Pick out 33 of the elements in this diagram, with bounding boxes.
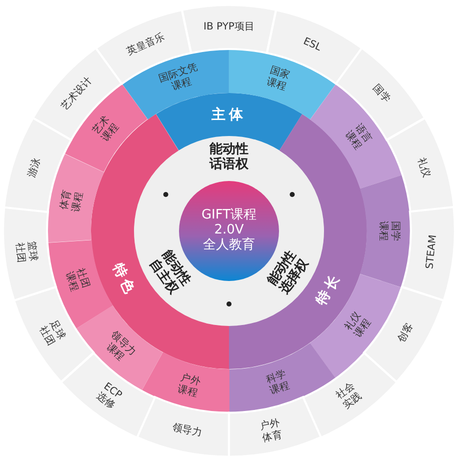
segment-label: 礼仪课程 [342, 309, 374, 341]
segment-label: ESL [300, 34, 324, 56]
segment-label: 篮球社团 [14, 240, 39, 264]
ring-label: 能动性选择权 [264, 247, 312, 298]
segment-label: 艺术设计 [58, 74, 96, 115]
segment-label: 户外课程 [176, 372, 203, 400]
segment-label: 特长 [312, 268, 346, 310]
segment-label: 科学课程 [264, 368, 292, 398]
segment-label: 主体 [210, 106, 248, 124]
segment-label: 社会实践 [333, 380, 364, 412]
segment-label: 礼仪 [414, 156, 432, 180]
segment-label: 领导力课程 [104, 328, 139, 364]
center-title: GIFT课程 2.0V 全人教育 [200, 208, 258, 254]
segment-label: 国学课程 [377, 220, 400, 242]
segment-label: 社团课程 [62, 266, 92, 294]
segment-label: 领导力 [170, 420, 204, 440]
segment-label: 特色 [108, 260, 140, 302]
segment-label: STEAM [424, 234, 440, 272]
segment-label: ECP选修 [94, 380, 125, 412]
segment-label: 体育课程 [58, 188, 86, 214]
segment-label: 国家课程 [264, 64, 292, 94]
ring-label: 能动性话语权 [208, 143, 250, 173]
segment-label: 游泳 [26, 156, 44, 180]
segment-label: 国际文凭课程 [156, 61, 200, 94]
segment-label: 创客 [395, 320, 416, 346]
ring-label: 能动性自主权 [146, 247, 194, 298]
segment-label: 足球社团 [36, 318, 68, 348]
segment-label: 艺术课程 [90, 113, 122, 145]
segment-label: IB PYP项目 [202, 21, 256, 33]
segment-label: 国学 [368, 82, 392, 106]
segment-label: 户外体育 [258, 416, 284, 444]
segment-label: 语言课程 [342, 121, 374, 153]
segment-label: 英皇音乐 [124, 30, 168, 60]
